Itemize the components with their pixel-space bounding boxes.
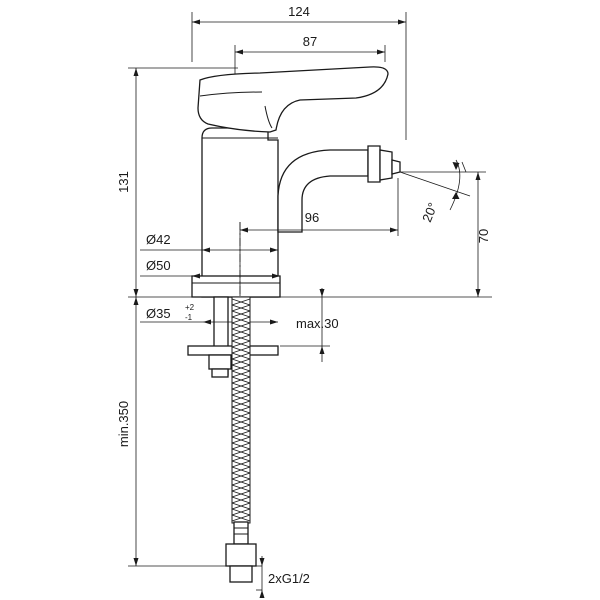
spout — [277, 145, 401, 233]
min-350-label: min.350 — [116, 401, 131, 447]
diameter-35-tolerance-upper: +2 — [185, 303, 195, 312]
hose-braid-pattern — [231, 298, 251, 522]
dimension-70: 70 — [475, 172, 491, 297]
dimension-70-label: 70 — [476, 229, 491, 243]
diameter-35-tolerance-lower: -1 — [185, 313, 193, 322]
dimension-angle-20: 20° — [399, 159, 486, 224]
dimension-max-30: max.30 — [280, 288, 339, 362]
angle-20-label: 20° — [419, 200, 440, 224]
dimension-131: 131 — [116, 67, 238, 297]
dimension-87-label: 87 — [303, 34, 317, 49]
dimension-diameter-35: Ø35 +2 -1 — [140, 303, 278, 325]
dimension-96-label: 96 — [305, 210, 319, 225]
diameter-50-label: Ø50 — [146, 258, 171, 273]
diameter-35-label: Ø35 — [146, 306, 171, 321]
dimension-min-350: min.350 — [116, 297, 228, 567]
dimension-124-label: 124 — [288, 4, 310, 19]
dimension-124: 124 — [191, 4, 407, 140]
dimension-diameter-42: Ø42 — [140, 232, 278, 253]
faucet-body — [191, 127, 281, 298]
lever-handle — [197, 66, 389, 133]
dimension-connection: 2xG1/2 — [256, 556, 310, 598]
dimension-87: 87 — [234, 34, 386, 80]
max-30-label: max.30 — [296, 316, 339, 331]
dimension-131-label: 131 — [116, 171, 131, 193]
connection-label: 2xG1/2 — [268, 571, 310, 586]
braided-hose — [225, 296, 257, 583]
diameter-42-label: Ø42 — [146, 232, 171, 247]
dimension-diameter-50: Ø50 — [140, 258, 280, 279]
